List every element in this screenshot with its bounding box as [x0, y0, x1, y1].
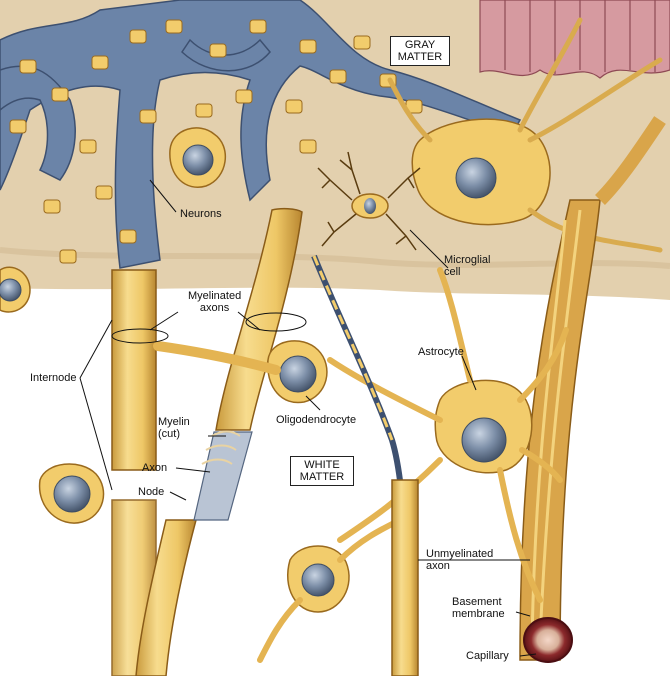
capillary-vessel	[519, 116, 666, 663]
synaptic-boutons	[9, 19, 423, 264]
oligodendrocyte-lower	[38, 463, 105, 524]
unmyelinated-axon-label: Unmyelinated axon	[426, 548, 493, 572]
gray-matter-label: GRAY MATTER	[390, 36, 450, 66]
basement-label-line2: membrane	[452, 608, 505, 620]
white-matter-label-line2: MATTER	[299, 471, 345, 483]
axon-label: Axon	[142, 462, 168, 474]
node-label: Node	[138, 486, 165, 498]
myelinated-label-line1: Myelinated	[188, 290, 242, 302]
glial-cell-lower	[257, 517, 403, 663]
white-matter-label-line1: WHITE	[304, 459, 340, 471]
oligodendrocyte-cell	[153, 340, 328, 404]
basement-membrane-label: Basement membrane	[452, 596, 505, 620]
unmyelinated-label-line1: Unmyelinated	[426, 548, 494, 560]
microglial-label-line2: cell	[444, 266, 461, 278]
white-matter-label: WHITE MATTER	[290, 456, 354, 486]
capillary-label: Capillary	[466, 650, 509, 662]
gray-matter-label-line1: GRAY	[404, 39, 436, 51]
microglial-cell	[317, 151, 421, 251]
astrocyte-left	[0, 266, 31, 313]
neuron-cell-body-left	[169, 127, 227, 188]
unmyelinated-label-line2: axon	[426, 560, 450, 572]
myelin-label-line2: (cut)	[158, 428, 180, 440]
myelinated-axons-label: Myelinated axons	[188, 290, 241, 314]
basement-label-line1: Basement	[452, 596, 502, 608]
myelinated-label-line2: axons	[199, 302, 230, 314]
neurons-label: Neurons	[180, 208, 222, 220]
unmyelinated-axon	[311, 254, 419, 676]
internode-label: Internode	[30, 372, 77, 384]
microglial-cell-label: Microglial cell	[444, 254, 490, 278]
neuron-cell-body-right	[387, 17, 663, 253]
oligodendrocyte-label: Oligodendrocyte	[276, 414, 357, 426]
myelinated-axons	[111, 207, 303, 676]
myelin-label-line1: Myelin	[158, 416, 190, 428]
microglial-label-line1: Microglial	[444, 254, 491, 266]
leader-lines	[79, 179, 537, 657]
astrocyte-label: Astrocyte	[418, 346, 464, 358]
gray-matter-label-line2: MATTER	[397, 51, 443, 63]
astrocyte-cell	[327, 267, 569, 603]
axon-segment	[193, 430, 253, 521]
myelin-cut-label: Myelin (cut)	[158, 416, 190, 440]
pink-cells	[479, 0, 670, 79]
